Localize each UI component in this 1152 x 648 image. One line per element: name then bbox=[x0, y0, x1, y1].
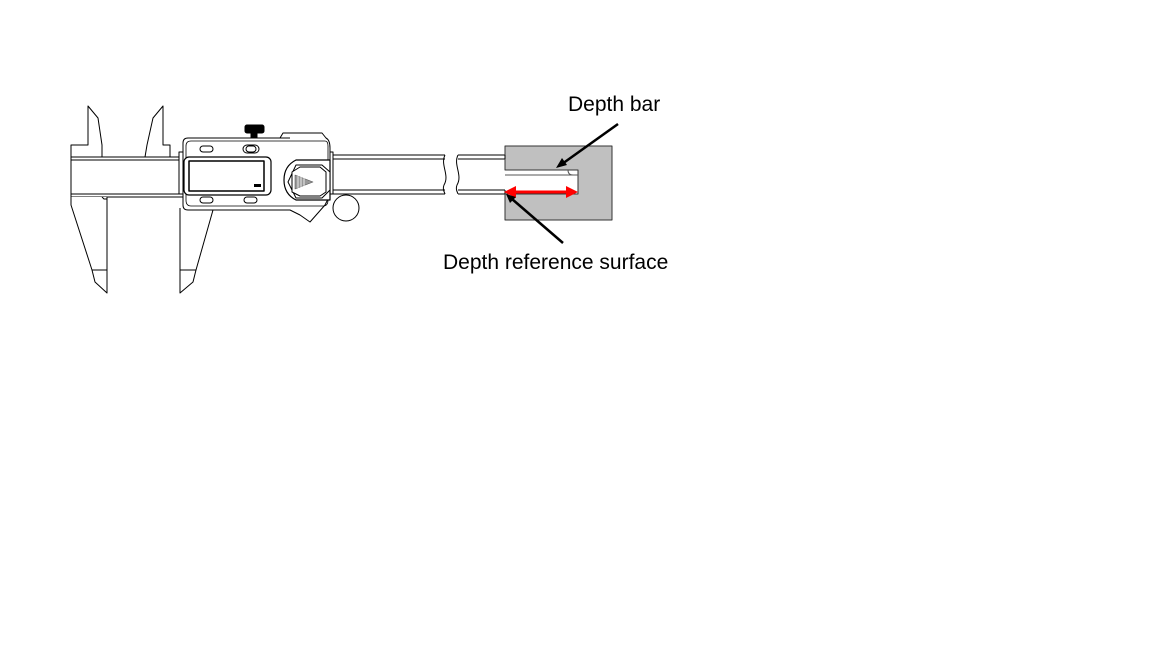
depth-bar-label: Depth bar bbox=[568, 93, 661, 116]
measurement-arrow bbox=[504, 186, 578, 198]
main-beam bbox=[70, 154, 505, 198]
data-panel bbox=[283, 159, 331, 201]
leader-depth-bar bbox=[556, 122, 619, 168]
outside-jaws bbox=[70, 196, 214, 294]
thumb-wheel bbox=[332, 194, 360, 222]
lcd-display bbox=[183, 156, 272, 196]
depth-reference-surface-label: Depth reference surface bbox=[443, 251, 669, 274]
leader-depth-reference bbox=[506, 194, 564, 244]
buttons bbox=[199, 144, 260, 204]
inside-jaws bbox=[70, 105, 171, 158]
workpiece bbox=[504, 145, 613, 221]
beam-break bbox=[442, 154, 460, 195]
lock-screw bbox=[244, 124, 265, 139]
